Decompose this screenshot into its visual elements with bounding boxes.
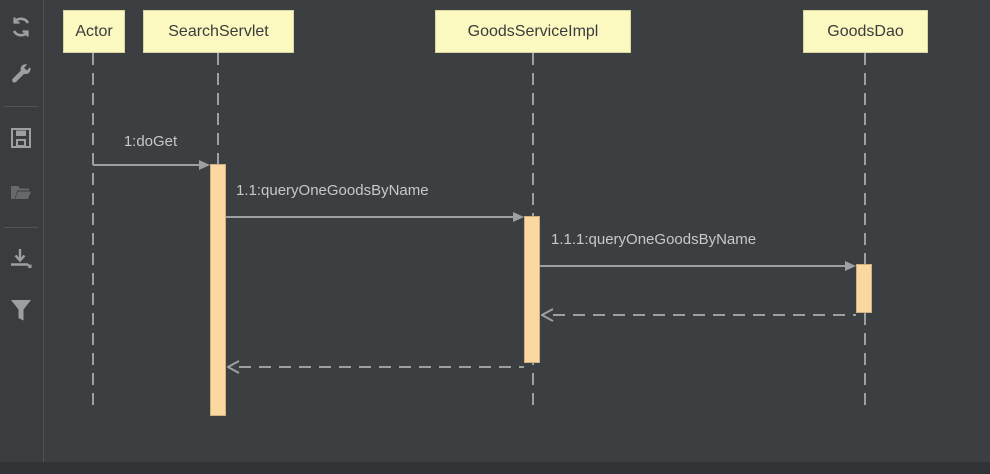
return-line-goodsdao [553, 314, 856, 316]
filter-icon[interactable] [7, 297, 35, 325]
open-folder-icon [7, 178, 35, 206]
refresh-icon[interactable] [7, 13, 35, 41]
left-toolbar [0, 0, 44, 462]
bottom-edge-strip [0, 462, 990, 474]
lifeline-actor [92, 53, 94, 405]
participant-searchservlet[interactable]: SearchServlet [143, 10, 294, 53]
participant-label: SearchServlet [168, 22, 269, 40]
arrowhead-icon [199, 160, 210, 170]
toolbar-separator [4, 106, 38, 107]
wrench-icon[interactable] [7, 60, 35, 88]
participant-label: GoodsServiceImpl [467, 22, 599, 40]
participant-goodsdao[interactable]: GoodsDao [803, 10, 928, 53]
toolbar-separator [4, 227, 38, 228]
arrowhead-icon [513, 212, 524, 222]
return-line-goodsserviceimpl [239, 366, 524, 368]
message-label-doget[interactable]: 1:doGet [123, 133, 178, 150]
message-line-query-2 [540, 265, 846, 267]
message-line-query-1 [226, 216, 514, 218]
message-label-queryonegoodsbyname-1[interactable]: 1.1:queryOneGoodsByName [236, 182, 429, 199]
export-icon[interactable] [7, 247, 35, 275]
message-line-doget [93, 164, 200, 166]
participant-goodsserviceimpl[interactable]: GoodsServiceImpl [435, 10, 631, 53]
activation-goodsdao [856, 264, 872, 313]
activation-searchservlet [210, 164, 226, 416]
participant-actor[interactable]: Actor [63, 10, 125, 53]
message-label-queryonegoodsbyname-2[interactable]: 1.1.1:queryOneGoodsByName [551, 231, 757, 248]
activation-goodsserviceimpl [524, 216, 540, 363]
open-arrowhead-icon [227, 360, 240, 374]
arrowhead-icon [845, 261, 856, 271]
open-arrowhead-icon [541, 308, 554, 322]
save-icon[interactable] [7, 124, 35, 152]
participant-label: Actor [75, 22, 113, 40]
participant-label: GoodsDao [827, 22, 904, 40]
lifeline-goodsdao [864, 53, 866, 405]
